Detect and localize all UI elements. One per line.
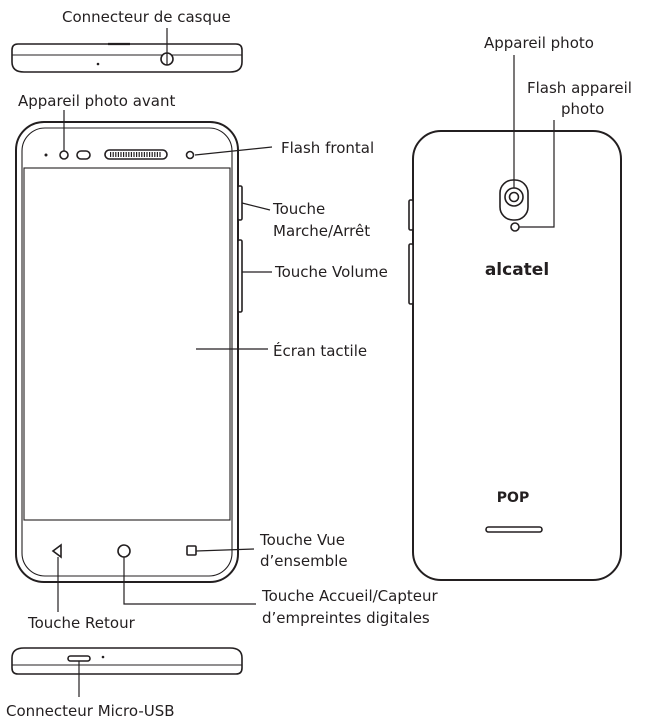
label-recent-key-line1: Touche Vue [259, 531, 345, 549]
phone-bottom-edge [11, 647, 243, 675]
light-sensor [76, 150, 91, 160]
label-power-key-line1: Touche [272, 200, 325, 218]
label-headphone-connector: Connecteur de casque [62, 8, 231, 26]
model-label: POP [497, 490, 529, 506]
label-recent-key-line2: d’ensemble [260, 552, 348, 570]
label-touchscreen: Écran tactile [273, 341, 367, 360]
label-front-camera: Appareil photo avant [18, 92, 175, 110]
label-rear-flash-line2: photo [561, 100, 604, 118]
earpiece-speaker [104, 149, 168, 160]
label-micro-usb-connector: Connecteur Micro-USB [6, 702, 175, 720]
front-camera-lens [59, 150, 69, 160]
label-power-key-line2: Marche/Arrêt [273, 222, 370, 240]
triangle-back-icon[interactable] [51, 543, 62, 559]
square-overview-icon[interactable] [186, 545, 197, 556]
label-front-flash: Flash frontal [281, 139, 374, 157]
rear-speaker [485, 526, 543, 533]
phone-top-edge [11, 42, 243, 73]
phone-front [15, 121, 243, 583]
phone-back: alcatel POP [408, 130, 622, 581]
label-rear-camera: Appareil photo [484, 34, 594, 52]
circle-home-icon[interactable] [117, 544, 131, 558]
brand-logo: alcatel [485, 260, 549, 280]
label-home-key-line1: Touche Accueil/Capteur [261, 587, 438, 605]
touchscreen[interactable] [23, 167, 231, 521]
micro-usb-port [67, 655, 91, 662]
volume-key[interactable] [237, 239, 243, 313]
front-flash [185, 150, 195, 160]
rear-flash [510, 222, 520, 232]
label-back-key: Touche Retour [27, 614, 136, 632]
label-home-key-line2: d’empreintes digitales [262, 609, 430, 627]
label-volume-key: Touche Volume [274, 263, 388, 281]
proximity-sensor [44, 153, 48, 157]
label-rear-flash-line1: Flash appareil [527, 79, 632, 97]
power-key[interactable] [237, 185, 243, 221]
